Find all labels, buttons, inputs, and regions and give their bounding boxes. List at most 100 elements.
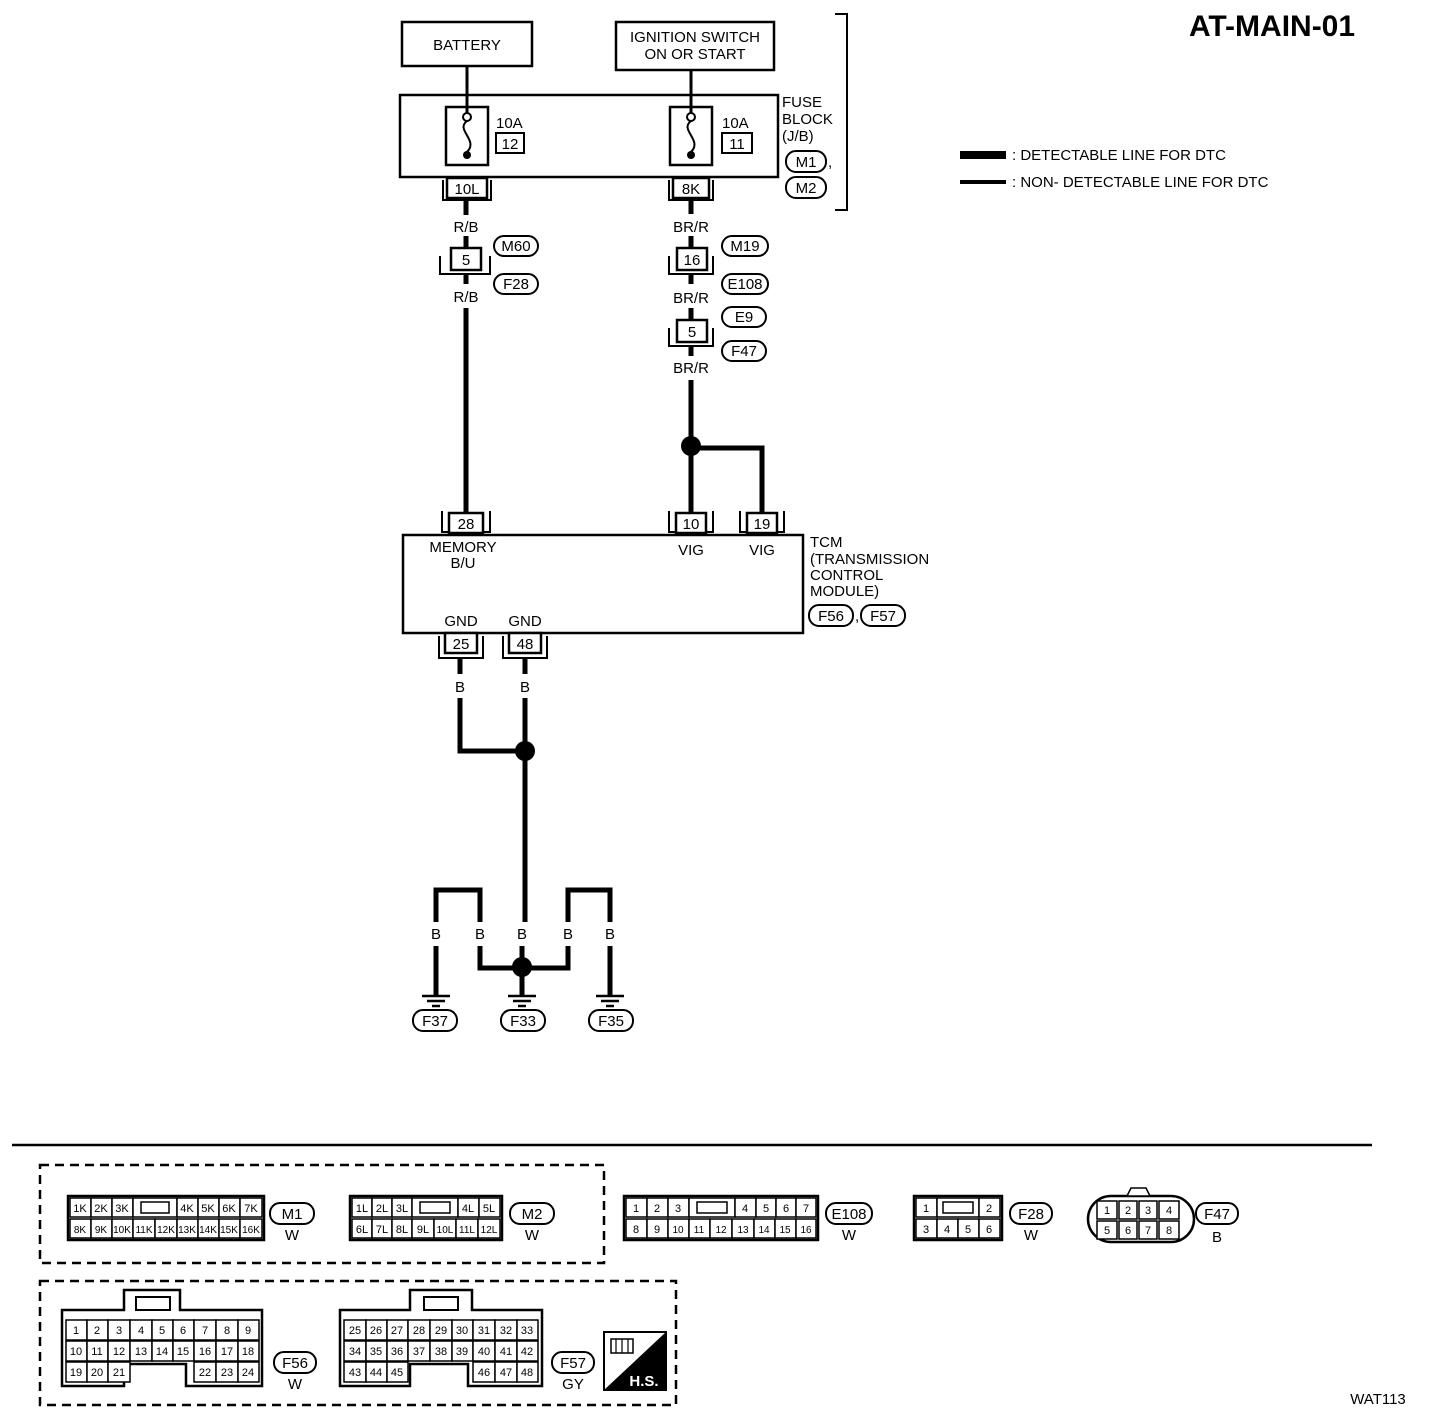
ground-icon-f35 bbox=[596, 994, 624, 1008]
battery-box bbox=[400, 20, 534, 68]
f56-row-3: 19 20 21 22 23 24 bbox=[65, 1361, 260, 1383]
m1-pin: 6K bbox=[222, 1203, 236, 1215]
m1-pin: 8K bbox=[74, 1225, 87, 1236]
f56-color: W bbox=[288, 1376, 303, 1393]
connector-view-m2: 1L 2L 3L 4L 5L 6L 7L 8L 9L 10L 11L bbox=[348, 1194, 555, 1244]
gnd-f33-wire-label: B bbox=[517, 926, 527, 943]
f57-id: F57 bbox=[560, 1355, 586, 1372]
fuse-11: 10A 11 bbox=[668, 96, 753, 167]
f47-id: F47 bbox=[1204, 1206, 1230, 1223]
ground-f33-pill bbox=[500, 1009, 546, 1032]
fuse-block-label-3: (J/B) bbox=[782, 128, 814, 145]
terminal-10L-label: 10L bbox=[454, 181, 479, 198]
f56-pin: 16 bbox=[199, 1346, 211, 1358]
f28-color: W bbox=[1024, 1227, 1039, 1244]
f56-pin: 5 bbox=[159, 1325, 165, 1337]
terminal-10L: 10L bbox=[442, 176, 492, 201]
m2-latch-icon bbox=[419, 1201, 451, 1214]
f57-cell bbox=[516, 1340, 539, 1362]
tcm-pin-19-number: 19 bbox=[754, 516, 771, 533]
m2-pin: 9L bbox=[417, 1224, 429, 1236]
f47-cell bbox=[1118, 1200, 1138, 1220]
jc-left-pin: 5 bbox=[462, 252, 470, 269]
terminal-10L-box bbox=[445, 176, 489, 200]
rb-label-lower: R/B bbox=[453, 289, 478, 306]
f57-pin: 27 bbox=[391, 1325, 403, 1337]
m2-pin: 3L bbox=[396, 1203, 408, 1215]
jc-left-upper-pill bbox=[493, 235, 539, 257]
f56-pin: 1 bbox=[73, 1325, 79, 1337]
tcm-memory-label-1: MEMORY bbox=[429, 539, 496, 556]
e108-pin: 8 bbox=[633, 1224, 639, 1236]
f56-cell bbox=[237, 1340, 260, 1362]
f56-row-1: 1 2 3 4 5 6 7 8 9 bbox=[65, 1319, 260, 1341]
tcm-pin-48: 48 bbox=[502, 631, 548, 659]
f56-pin: 11 bbox=[91, 1346, 102, 1358]
f56-id-pill bbox=[273, 1351, 317, 1374]
f47-pin: 7 bbox=[1145, 1225, 1151, 1237]
m1-pin: 11K bbox=[135, 1225, 152, 1236]
e108-pin: 4 bbox=[742, 1203, 748, 1215]
tcm-pin-19-box bbox=[745, 511, 779, 535]
f47-key-icon bbox=[1125, 1187, 1152, 1197]
f57-row-1: 25 26 27 28 29 30 31 32 33 bbox=[343, 1319, 539, 1341]
m2-id-pill bbox=[509, 1202, 555, 1225]
fuse-block-bracket bbox=[835, 13, 848, 211]
gnd-f37-loop-top bbox=[433, 887, 483, 922]
f56-pin: 9 bbox=[245, 1325, 251, 1337]
f56-pin: 15 bbox=[177, 1346, 189, 1358]
tcm-pin-28-box bbox=[447, 511, 485, 535]
brr-label-2: BR/R bbox=[673, 290, 709, 307]
f47-cell bbox=[1096, 1220, 1118, 1240]
e108-pin: 10 bbox=[672, 1225, 684, 1236]
f57-latch-icon bbox=[423, 1296, 459, 1311]
f57-pin: 37 bbox=[413, 1346, 425, 1358]
e108-id-pill bbox=[825, 1202, 873, 1225]
f57-row-3: 43 44 45 46 47 48 bbox=[343, 1361, 539, 1383]
f57-pin: 35 bbox=[370, 1346, 382, 1358]
f28-latch-icon bbox=[942, 1201, 974, 1214]
f56-pin: 23 bbox=[221, 1367, 233, 1379]
gnd2-wire-label: B bbox=[520, 679, 530, 696]
m1-pin: 2K bbox=[94, 1203, 108, 1215]
m1-pin: 9K bbox=[95, 1225, 108, 1236]
tcm-box bbox=[401, 533, 805, 635]
jc-left-lower-pill bbox=[493, 273, 539, 295]
f57-pin: 47 bbox=[500, 1367, 512, 1379]
tcm-vig2-label: VIG bbox=[749, 542, 775, 559]
f28-pin: 5 bbox=[965, 1224, 971, 1236]
e108-pin: 9 bbox=[654, 1224, 660, 1236]
page-code: AT-MAIN-01 bbox=[1189, 10, 1355, 43]
tcm-label-4: MODULE) bbox=[810, 583, 879, 600]
f56-pin: 13 bbox=[135, 1346, 147, 1358]
m1-pin: 15K bbox=[220, 1225, 238, 1236]
brr-label-1: BR/R bbox=[673, 219, 709, 236]
f56-pin: 12 bbox=[113, 1346, 125, 1358]
terminal-8K-label: 8K bbox=[682, 181, 700, 198]
f56-latch-icon bbox=[135, 1296, 171, 1311]
fuse-block-label-2: BLOCK bbox=[782, 111, 833, 128]
gnd-f37-wire-label: B bbox=[431, 926, 441, 943]
f57-pin: 40 bbox=[478, 1346, 490, 1358]
e108-pin: 15 bbox=[779, 1225, 791, 1236]
m1-pin: 5K bbox=[201, 1203, 215, 1215]
ignition-switch-box bbox=[614, 20, 776, 72]
m1-id: M1 bbox=[282, 1206, 303, 1223]
fuse-block-connector-separator: , bbox=[828, 154, 832, 171]
m2-pin: 5L bbox=[483, 1203, 495, 1215]
connector-view-f57: 25 26 27 28 29 30 31 32 33 34 35 36 bbox=[338, 1288, 595, 1393]
m1-pin: 3K bbox=[115, 1203, 129, 1215]
f28-cell bbox=[978, 1197, 1001, 1218]
rb-label-upper: R/B bbox=[453, 219, 478, 236]
e108-cell bbox=[795, 1218, 817, 1239]
f57-pin: 31 bbox=[478, 1325, 490, 1337]
f57-pin: 32 bbox=[500, 1325, 512, 1337]
f28-id-pill bbox=[1009, 1202, 1053, 1225]
f28-pin: 6 bbox=[986, 1224, 992, 1236]
e108-pin: 13 bbox=[737, 1225, 749, 1236]
ignition-switch-label-2: ON OR START bbox=[644, 46, 745, 63]
f56-row-2: 10 11 12 13 14 15 16 17 18 bbox=[65, 1340, 260, 1362]
jc-right-lower-lower: F47 bbox=[731, 343, 757, 360]
tcm-pin-19: 19 bbox=[739, 511, 785, 535]
jc-right-upper-lower: E108 bbox=[727, 276, 762, 293]
